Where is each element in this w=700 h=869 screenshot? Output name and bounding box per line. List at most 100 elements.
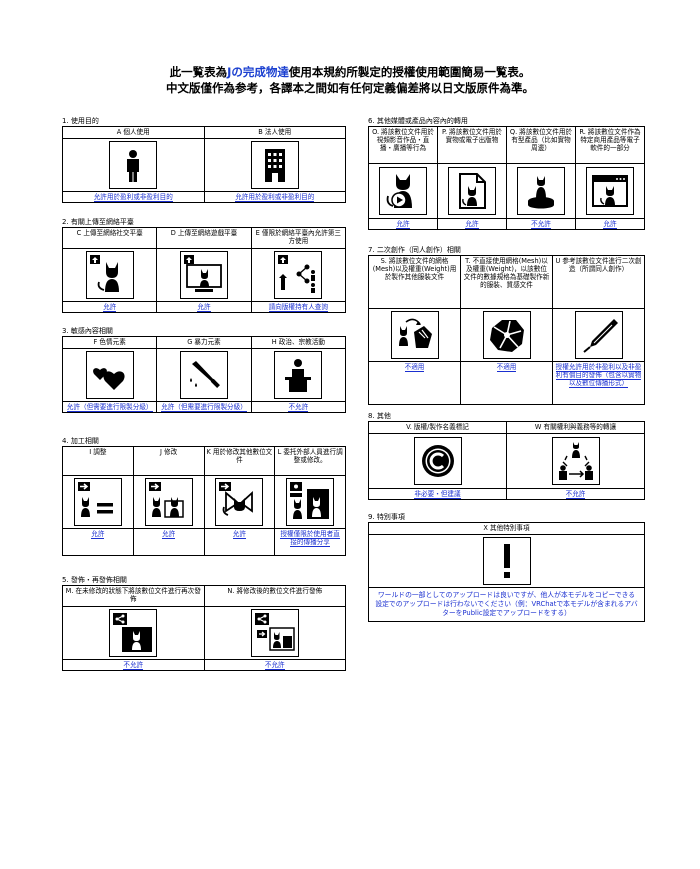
share-users-icon	[274, 251, 323, 299]
icon-cell	[250, 248, 347, 302]
icon-cell	[156, 348, 252, 402]
knife-icon	[179, 351, 228, 399]
section-redistribution: 5. 發佈・再發佈相關 M. 在未修改的狀態下將該數位文件進行再次發佈 N. 將…	[62, 575, 346, 671]
status-text: 不允許	[203, 659, 346, 671]
redistribute-icon	[109, 609, 158, 657]
icon-cell	[506, 163, 576, 219]
section-usage-purpose: 1. 使用目的 A 個人使用 B 法人使用 允許用於盈利或非盈利目的 允許用於盈…	[62, 116, 346, 203]
icon-cell	[203, 475, 276, 529]
status-text: 不允許	[506, 218, 576, 230]
section-heading: 1. 使用目的	[62, 117, 99, 125]
page-title: 此一覧表為Jの完成物達使用本規約所製定的授權使用範圍簡易一覧表。	[0, 64, 700, 81]
delegate-icon	[286, 478, 335, 526]
status-text: 允許	[575, 218, 645, 230]
status-text: 允許	[132, 528, 205, 556]
status-text: 非必要・但建議	[368, 488, 507, 500]
section-upload: 2. 有關上傳至網絡平臺 C 上傳至網絡社交平臺 D 上傳至網絡遊戲平臺 E 僅…	[61, 217, 347, 313]
col-label: S. 將該數位文件的網格(Mesh)以及權重(Weight)用於製作其他服裝文件	[368, 255, 461, 309]
section-other: 8. 其他 V. 版權/製作名義標記 W 有關權利與義務等的轉讓 非必要・但建議…	[368, 411, 645, 500]
section-heading: 6. 其他媒體或產品內容內的轉用	[368, 117, 468, 125]
status-text: 允許	[437, 218, 507, 230]
status-text: 允許（但需要進行限製分級）	[61, 401, 158, 413]
col-label: E 僅限於網絡平臺內允許第三方使用	[250, 227, 347, 249]
section-heading: 8. 其他	[368, 412, 391, 420]
col-label: T. 不直接使用網格(Mesh)以及權重(Weight)，以該數位文件的數據規格…	[460, 255, 553, 309]
icon-cell	[203, 138, 346, 192]
adjust-icon	[73, 478, 122, 526]
status-text: 允許用於盈利或非盈利目的	[203, 191, 346, 203]
clothing-arrow-icon	[390, 311, 439, 359]
col-label: F 色情元素	[61, 336, 158, 349]
icon-cell	[368, 308, 461, 362]
col-label: C 上傳至網絡社交平臺	[61, 227, 158, 249]
status-text: 允許	[62, 528, 134, 556]
icon-cell	[203, 606, 346, 660]
icon-cell	[132, 475, 205, 529]
status-text: 不適用	[368, 361, 461, 405]
col-label: M. 在未修改的狀態下將該數位文件進行再次發佈	[62, 585, 205, 607]
col-label: N. 將修改後的數位文件進行發佈	[203, 585, 346, 607]
section-special: 9. 特別事項 X 其他特別事項 ワールドの一部としてのアップロードは良いですが…	[368, 512, 645, 622]
col-label: D 上傳至網絡遊戲平臺	[156, 227, 252, 249]
col-label: G 暴力元素	[156, 336, 252, 349]
section-derivative: 7. 二次創作（同人創作）相關 S. 將該數位文件的網格(Mesh)以及權重(W…	[368, 245, 645, 405]
icon-cell	[552, 308, 645, 362]
icon-cell	[156, 248, 252, 302]
col-label: I 調整	[62, 446, 134, 476]
section-heading: 3. 敏感內容相關	[62, 327, 113, 335]
texture-icon	[482, 311, 531, 359]
page-subtitle: 中文版僅作為参考，各譯本之間如有任何定義偏差將以日文版原件為準。	[166, 81, 534, 95]
icon-cell	[61, 248, 158, 302]
status-text: 不允許	[62, 659, 205, 671]
icon-cell	[250, 348, 347, 402]
modified-share-icon	[250, 609, 299, 657]
document-cat-icon	[448, 167, 496, 215]
status-text: 允許	[156, 301, 252, 313]
col-label: R. 將該數位文件作為特定商用產品等電子軟件的一部分	[575, 126, 645, 164]
status-text: 授權僅限於使用者直接的傳播分享	[274, 528, 346, 556]
hearts-icon	[85, 351, 134, 399]
section-heading: 5. 發佈・再發佈相關	[62, 576, 127, 584]
title-highlight: の完成物達	[231, 65, 289, 79]
modify-icon	[144, 478, 193, 526]
icon-cell	[368, 163, 438, 219]
section-heading: 4. 加工相關	[62, 437, 99, 445]
icon-cell	[274, 475, 346, 529]
col-label: B 法人使用	[203, 126, 346, 139]
ribbon-icon	[215, 478, 264, 526]
col-label: O. 將該數位文件用於視頻影音作品・直播・廣播等行為	[368, 126, 438, 164]
col-label: K 用於修改其他數位文件	[203, 446, 276, 476]
section-heading: 7. 二次創作（同人創作）相關	[368, 246, 461, 254]
col-label: J 修改	[132, 446, 205, 476]
video-cat-icon	[379, 167, 427, 215]
icon-cell	[62, 606, 205, 660]
col-label: V. 版權/製作名義標記	[368, 421, 507, 434]
podium-icon	[274, 351, 323, 399]
pen-icon	[574, 311, 623, 359]
status-text: 授權允許用於非盈利以及非盈利有償目的發佈（包含以實物以及數位傳播形式）	[552, 361, 645, 405]
title-text: 使用本規約所製定的授權使用範圍簡易一覧表。	[288, 65, 531, 79]
icon-cell	[460, 308, 553, 362]
status-text: 允許（但需要進行限製分級）	[156, 401, 252, 413]
section-processing: 4. 加工相關 I 調整 J 修改 K 用於修改其他數位文件 L 委托外部人員進…	[62, 436, 346, 556]
icon-cell	[437, 163, 507, 219]
icon-cell	[506, 433, 645, 489]
icon-cell	[575, 163, 645, 219]
status-text: 請向版權持有人查詢	[250, 301, 347, 313]
status-text: 不允許	[506, 488, 645, 500]
col-label: X 其他特別事項	[368, 522, 645, 535]
title-highlight: J	[227, 65, 232, 79]
col-label: U 参考該數位文件進行二次創造（所謂同人創作）	[552, 255, 645, 309]
person-icon	[109, 141, 158, 189]
col-label: P. 將該數位文件用於實物或電子出版物	[437, 126, 507, 164]
status-text: 允許用於盈利或非盈利目的	[62, 191, 205, 203]
status-text: 允許	[368, 218, 438, 230]
section-media-reuse: 6. 其他媒體或產品內容內的轉用 O. 將該數位文件用於視頻影音作品・直播・廣播…	[368, 116, 645, 230]
copyright-icon	[413, 437, 462, 485]
status-text: 允許	[203, 528, 276, 556]
exclamation-icon	[482, 537, 531, 585]
upload-cat-icon	[85, 251, 134, 299]
special-note: ワールドの一部としてのアップロードは良いですが、他人が本モデルをコピーできる設定…	[368, 587, 645, 622]
section-sensitive: 3. 敏感內容相關 F 色情元素 G 暴力元素 H 政治、宗教活動 允許（但需要…	[61, 326, 347, 413]
building-icon	[250, 141, 299, 189]
